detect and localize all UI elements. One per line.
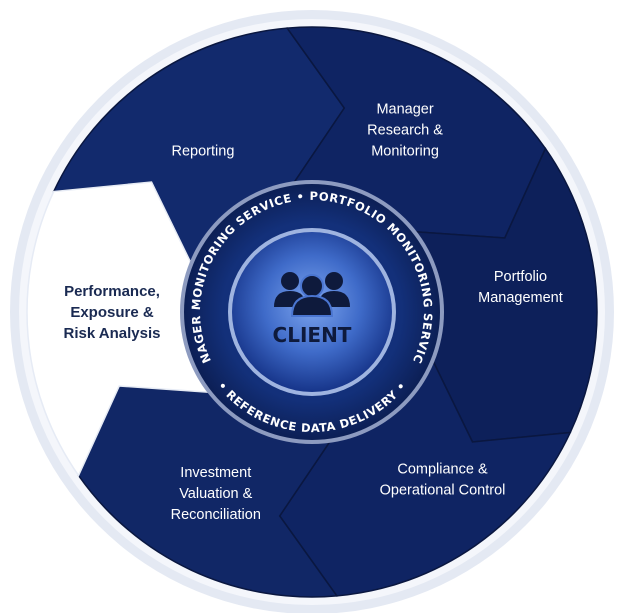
segments-group bbox=[26, 26, 598, 598]
segment-label-line: Investment bbox=[180, 465, 251, 481]
segment-label-3: Compliance & Operational Control bbox=[380, 462, 506, 499]
segment-label-line: Monitoring bbox=[371, 143, 439, 159]
segment-label-line: Compliance & bbox=[397, 462, 488, 478]
segment-label-line: Manager bbox=[376, 101, 433, 117]
segment-label-line: Exposure & bbox=[70, 304, 154, 321]
segment-label-line: Reconciliation bbox=[171, 507, 261, 523]
segment-label-line: Risk Analysis bbox=[64, 325, 161, 342]
segment-label-line: Portfolio bbox=[494, 269, 547, 285]
segment-label-5: Performance, Exposure & Risk Analysis bbox=[64, 283, 161, 342]
center-label: CLIENT bbox=[273, 323, 352, 347]
segment-label-line: Research & bbox=[367, 122, 443, 138]
segment-label-line: Operational Control bbox=[380, 483, 506, 499]
segment-label-line: Performance, bbox=[64, 283, 160, 300]
segment-label-0: Reporting bbox=[172, 143, 235, 159]
people-group-icon bbox=[274, 272, 350, 317]
segment-label-line: Management bbox=[478, 290, 563, 306]
segment-label-line: Valuation & bbox=[179, 486, 252, 502]
segment-label-line: Reporting bbox=[172, 143, 235, 159]
